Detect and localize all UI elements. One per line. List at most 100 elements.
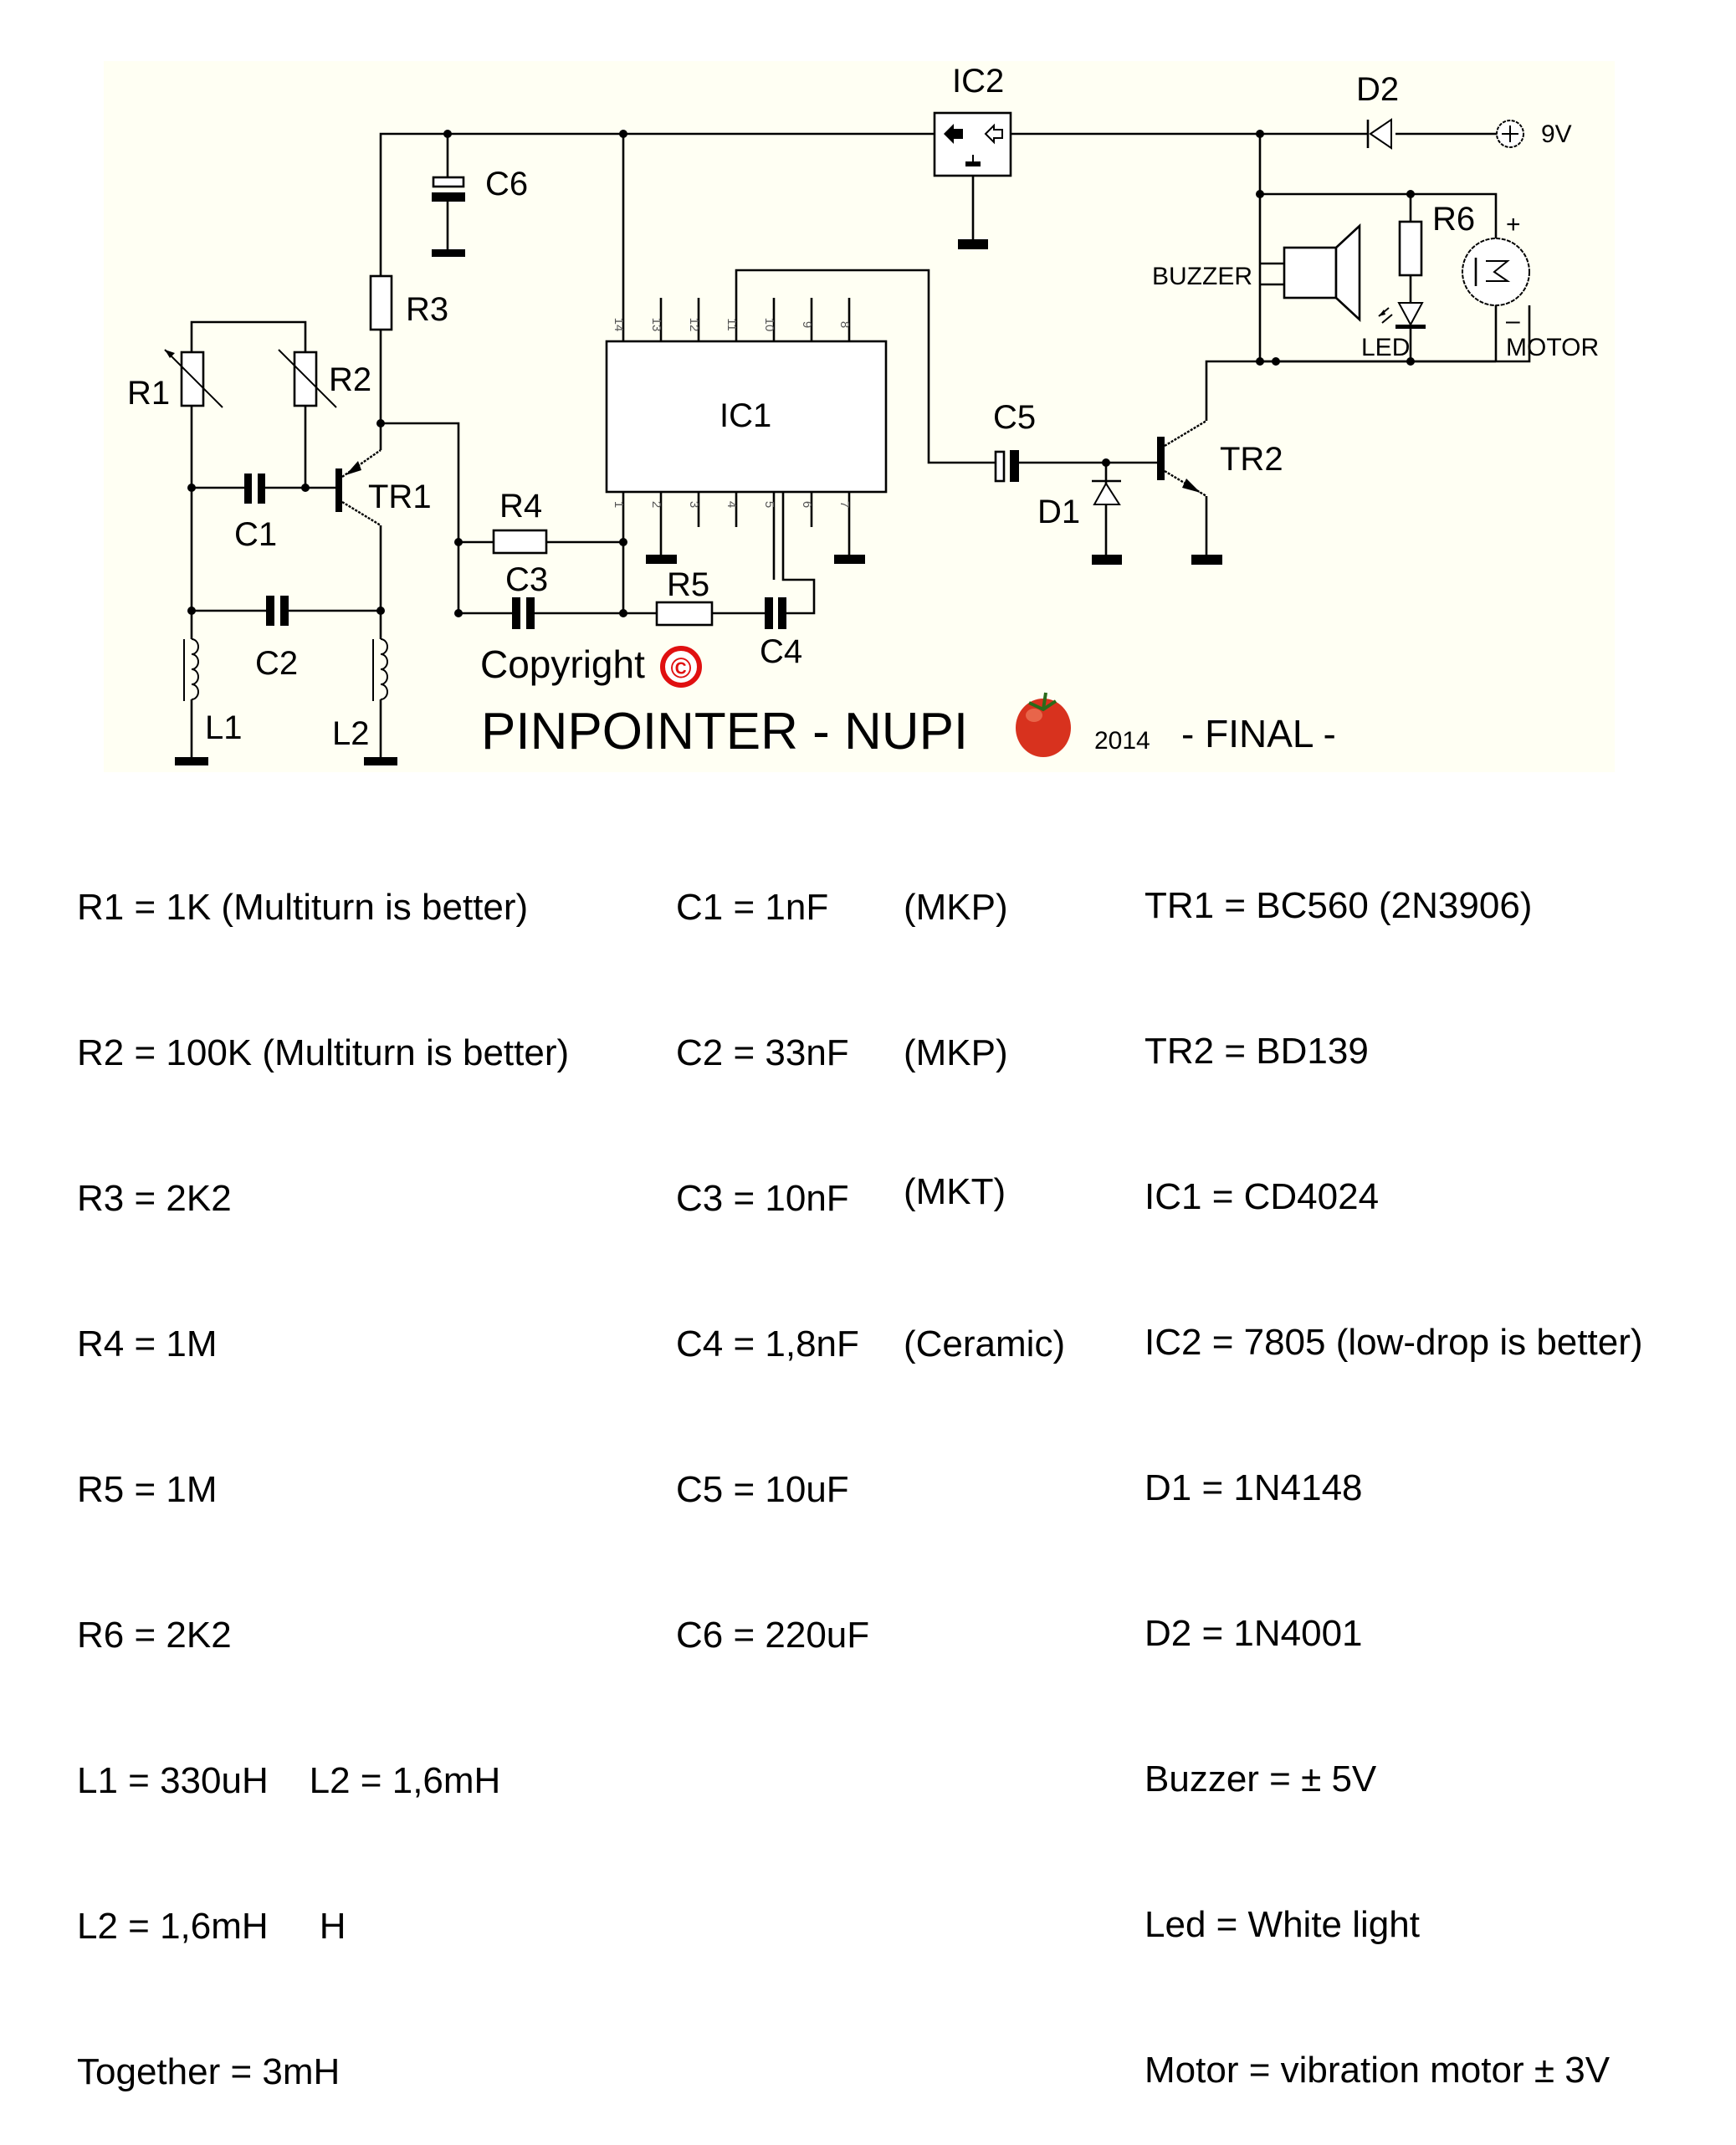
part-value: C4 = 1,8nF <box>676 1323 859 1364</box>
label-r3: R3 <box>406 291 448 328</box>
label-tr1: TR1 <box>368 479 432 515</box>
ic1-pin-number: 9 <box>800 321 814 328</box>
ic1-pin-number: 1 <box>612 501 626 508</box>
diode-d1: D1 <box>1037 463 1122 565</box>
load-network <box>1256 134 1498 366</box>
label-c5: C5 <box>993 399 1036 436</box>
ic1-pin-number: 10 <box>762 318 776 332</box>
copyright-icon <box>660 646 702 688</box>
capacitor-c6: C6 <box>432 134 528 257</box>
ground-symbol <box>1092 555 1122 565</box>
parts-list-semiconductors: TR1 = BC560 (2N3906) TR2 = BD139 IC1 = C… <box>1145 785 1643 2143</box>
label-c6: C6 <box>485 166 528 202</box>
label-ic2: IC2 <box>952 63 1004 100</box>
label-l2: L2 <box>332 715 370 752</box>
capacitor-c5: C5 <box>993 399 1160 483</box>
label-d1: D1 <box>1037 494 1080 530</box>
part-line: L1 = 330uH L2 = 1,6mH <box>77 1760 501 1801</box>
label-motor: MOTOR <box>1506 334 1599 361</box>
ground-symbol <box>432 249 465 257</box>
motor-plus: + <box>1506 211 1521 238</box>
part-type: (Ceramic) <box>904 1323 1066 1364</box>
part-line: R6 = 2K2 <box>77 1615 232 1656</box>
ic1-pin-number: 12 <box>687 318 701 332</box>
transistor-tr2: TR2 <box>1157 305 1531 565</box>
label-r6: R6 <box>1432 201 1475 238</box>
part-line: IC2 = 7805 (low-drop is better) <box>1145 1322 1643 1363</box>
diagram-status: - FINAL - <box>1181 712 1336 755</box>
part-line: IC1 = CD4024 <box>1145 1176 1380 1217</box>
capacitor-c2: C2 <box>187 488 385 682</box>
svg-text:©: © <box>670 653 691 684</box>
ic1-pin-number: 5 <box>762 501 776 508</box>
vibration-motor: + – MOTOR <box>1462 211 1599 361</box>
copyright-notice: Copyright © <box>480 642 702 688</box>
label-d2: D2 <box>1356 71 1399 108</box>
supply-rail <box>379 130 1498 276</box>
schematic-diagram: C6 R3 R1 R2 C1 TR1 <box>104 61 1615 772</box>
parts-list-resistors: R1 = 1K (Multiturn is better) R2 = 100K … <box>77 786 569 2145</box>
ic1-pin-number: 11 <box>725 318 739 331</box>
capacitor-c3 <box>512 597 520 629</box>
label-c3: C3 <box>505 561 548 598</box>
potentiometer-r2: R2 <box>278 349 371 488</box>
part-type: (MKP) <box>904 1032 1008 1073</box>
copyright-text: Copyright <box>480 642 645 686</box>
led: LED <box>1361 302 1426 361</box>
supply-terminal: 9V <box>1496 120 1572 148</box>
ground-symbol <box>958 239 988 249</box>
part-line: R1 = 1K (Multiturn is better) <box>77 887 529 928</box>
potentiometer-r1: R1 <box>127 320 307 488</box>
label-c1: C1 <box>234 516 277 553</box>
label-r2: R2 <box>329 361 371 398</box>
feedback-network: R4 C3 R5 C4 <box>381 422 816 670</box>
ground-symbol <box>175 757 208 765</box>
label-r4: R4 <box>499 488 542 525</box>
part-type: (MKT) <box>904 1171 1006 1212</box>
part-line: Motor = vibration motor ± 3V <box>1145 2050 1611 2091</box>
label-tr2: TR2 <box>1220 441 1283 478</box>
label-9v: 9V <box>1541 120 1572 148</box>
label-l1: L1 <box>205 709 243 746</box>
ic1-pin-number: 2 <box>649 501 663 508</box>
part-value: C1 = 1nF <box>676 887 829 928</box>
ground-symbol <box>364 757 397 765</box>
motor-minus: – <box>1506 307 1520 335</box>
label-led: LED <box>1361 334 1410 361</box>
transistor-tr1: TR1 <box>335 419 432 611</box>
part-line: D2 = 1N4001 <box>1145 1613 1363 1654</box>
label-r1: R1 <box>127 375 170 412</box>
part-line: R5 = 1M <box>77 1469 218 1510</box>
part-value: C3 = 10nF <box>676 1178 849 1219</box>
part-line: R3 = 2K2 <box>77 1178 232 1219</box>
inductor-l1: L1 <box>175 611 243 765</box>
ic1-pin-number: 8 <box>837 321 852 328</box>
buzzer: BUZZER <box>1152 223 1361 322</box>
ic1-pin-number: 3 <box>687 501 701 508</box>
resistor-r5 <box>655 601 714 627</box>
diode-d2: D2 <box>1356 71 1399 150</box>
ic1-pin-number: 4 <box>725 501 739 508</box>
capacitor-c4 <box>765 597 773 629</box>
part-line: R2 = 100K (Multiturn is better) <box>77 1032 570 1073</box>
part-line: Led = White light <box>1145 1904 1420 1945</box>
ic1-pin-number: 14 <box>612 318 626 332</box>
part-line: Together = 3mH <box>77 2051 341 2092</box>
label-ic1: IC1 <box>719 397 771 434</box>
resistor-r3: R3 <box>369 274 448 423</box>
diagram-year: 2014 <box>1094 727 1150 755</box>
tomato-icon <box>1016 692 1071 757</box>
ground-symbol <box>646 555 677 564</box>
parts-list-capacitors: C1 = 1nF(MKP) C2 = 33nF(MKP) C3 = 10nF(M… <box>676 786 1065 1708</box>
ic2-regulator: IC2 <box>933 63 1012 249</box>
ground-symbol <box>834 555 865 564</box>
part-line: Buzzer = ± 5V <box>1145 1758 1377 1799</box>
diagram-title: PINPOINTER - NUPI <box>481 703 968 760</box>
part-line: L2 = 1,6mH H <box>77 1906 346 1947</box>
ground-symbol <box>1191 555 1222 565</box>
part-value: C6 = 220uF <box>676 1615 870 1656</box>
part-line: TR1 = BC560 (2N3906) <box>1145 885 1533 926</box>
